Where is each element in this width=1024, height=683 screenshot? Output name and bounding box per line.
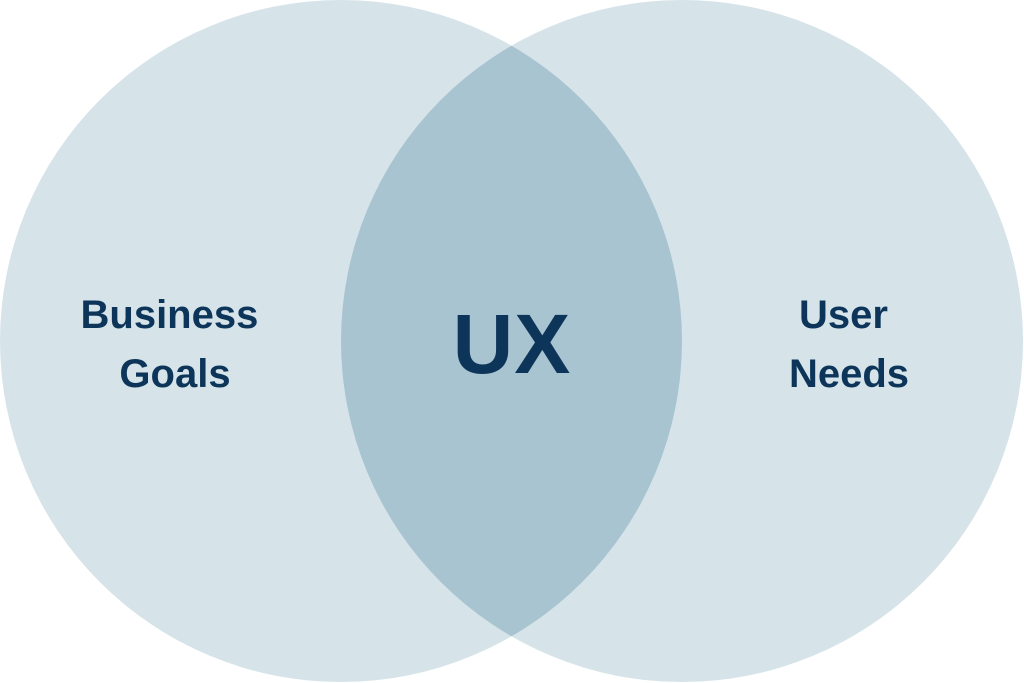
business-goals-label-line2: Goals: [119, 352, 230, 396]
user-needs-label: User Needs: [789, 293, 909, 396]
ux-label: UX: [453, 297, 572, 391]
user-needs-label-line2: Needs: [789, 352, 909, 396]
user-needs-label-line1: User: [799, 293, 888, 337]
business-goals-label-line1: Business: [81, 293, 259, 337]
business-goals-label: Business Goals: [81, 293, 270, 396]
intersection-region: [341, 0, 682, 682]
